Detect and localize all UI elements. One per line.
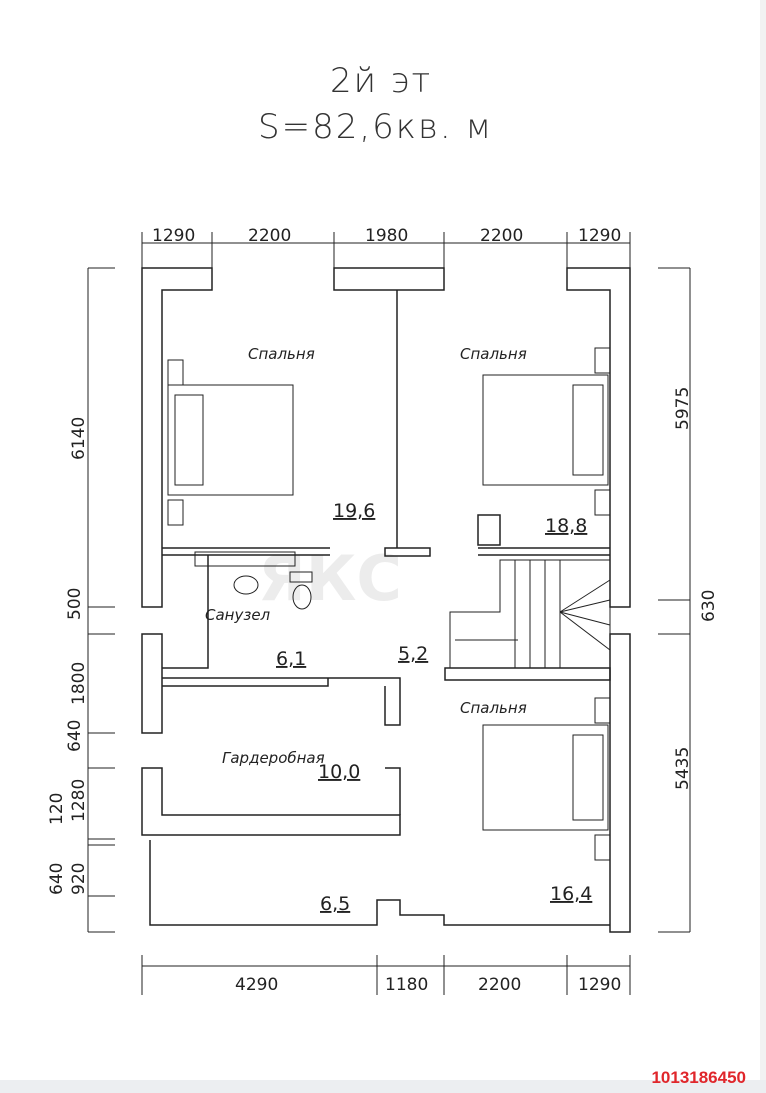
dim-top-2: 2200: [248, 226, 291, 246]
dim-bottom-2: 1180: [385, 975, 428, 995]
room-area-bedroom-3: 16,4: [550, 883, 592, 905]
dim-left-1: 6140: [69, 417, 89, 460]
dim-top-4: 2200: [480, 226, 523, 246]
dim-left-8: 920: [69, 863, 89, 895]
dim-bottom-1: 4290: [235, 975, 278, 995]
bed-icon: [482, 697, 611, 861]
top-dimension-line: [141, 232, 631, 268]
dim-left-4: 640: [65, 720, 85, 752]
room-area-hall: 5,2: [398, 643, 428, 665]
floor-area: S=82,6кв. м: [258, 107, 493, 147]
staircase: [449, 559, 611, 669]
watermark: ЯКС: [258, 542, 402, 615]
dim-left-7: 640: [47, 863, 67, 895]
right-dimension-line: [658, 267, 691, 933]
room-area-bedroom-2: 18,8: [545, 515, 587, 537]
left-dimension-line: [87, 267, 115, 933]
room-area-bathroom: 6,1: [276, 648, 306, 670]
room-name-bedroom-3: Спальня: [460, 699, 527, 717]
dim-right-2: 630: [699, 590, 719, 622]
footer-bar: [0, 1080, 766, 1093]
bed-icon: [482, 347, 611, 516]
dim-bottom-3: 2200: [478, 975, 521, 995]
dim-right-3: 5435: [673, 747, 693, 790]
room-name-bedroom-1: Спальня: [248, 345, 315, 363]
listing-id: 1013186450: [651, 1068, 746, 1087]
room-name-bathroom: Санузел: [205, 606, 271, 624]
room-area-corridor: 6,5: [320, 893, 350, 915]
bottom-dimension-line: [141, 955, 631, 995]
dim-top-5: 1290: [578, 226, 621, 246]
dim-left-3: 1800: [69, 662, 89, 705]
dim-right-1: 5975: [673, 387, 693, 430]
sink-icon: [194, 551, 296, 595]
scrollbar[interactable]: [760, 0, 766, 1080]
dim-top-1: 1290: [152, 226, 195, 246]
dim-top-3: 1980: [365, 226, 408, 246]
toilet-icon: [289, 571, 313, 610]
bed-icon: [167, 359, 294, 526]
dim-bottom-4: 1290: [578, 975, 621, 995]
floor-title: 2й эт: [330, 61, 432, 101]
dim-left-2: 500: [65, 588, 85, 620]
room-area-wardrobe: 10,0: [318, 761, 360, 783]
dim-left-5: 120: [47, 793, 67, 825]
room-name-wardrobe: Гардеробная: [222, 749, 325, 767]
room-name-bedroom-2: Спальня: [460, 345, 527, 363]
dim-left-6: 1280: [69, 779, 89, 822]
room-area-bedroom-1: 19,6: [333, 500, 375, 522]
